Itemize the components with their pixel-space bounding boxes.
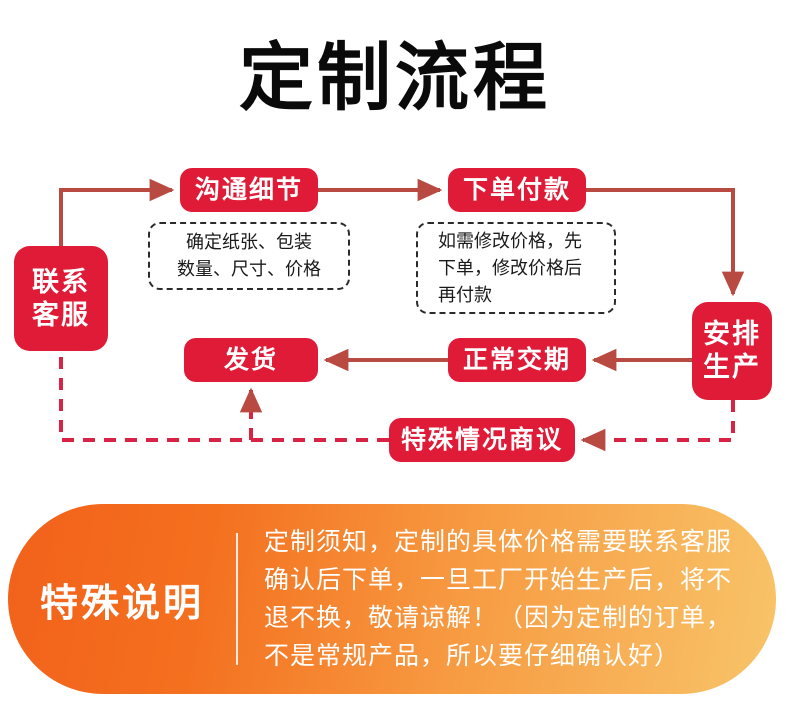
node-normal-delivery[interactable]: 正常交期 xyxy=(448,338,586,382)
node-ship-goods-label: 发货 xyxy=(223,345,278,374)
connector-contact-to-communicate xyxy=(59,178,175,246)
note-communicate-details-line2: 数量、尺寸、价格 xyxy=(177,259,321,279)
node-place-order-pay-label: 下单付款 xyxy=(462,175,571,204)
node-contact-support-line2: 客服 xyxy=(32,299,90,330)
node-communicate-details-label: 沟通细节 xyxy=(194,175,303,204)
note-order-payment-line3: 再付款 xyxy=(438,284,492,305)
special-notice-body: 定制须知，定制的具体价格需要联系客服确认后下单，一旦工厂开始生产后，将不退不换，… xyxy=(264,528,733,670)
connector-special-to-contact xyxy=(59,351,389,442)
note-order-payment: 如需修改价格，先 下单，修改价格后 再付款 xyxy=(416,222,616,314)
connector-order-to-produce xyxy=(586,188,745,297)
node-normal-delivery-label: 正常交期 xyxy=(462,345,571,374)
note-communicate-details: 确定纸张、包装 数量、尺寸、价格 xyxy=(148,222,350,290)
flow-connectors xyxy=(59,178,745,452)
special-notice-banner: 特殊说明 定制须知，定制的具体价格需要联系客服确认后下单，一旦工厂开始生产后，将… xyxy=(8,504,776,694)
node-arrange-production-line2: 生产 xyxy=(703,352,761,382)
node-arrange-production-line1: 安排 xyxy=(703,319,761,349)
node-ship-goods[interactable]: 发货 xyxy=(184,338,318,382)
node-arrange-production[interactable]: 安排 生产 xyxy=(692,302,772,400)
special-notice-divider xyxy=(236,533,238,665)
node-special-case-negotiation[interactable]: 特殊情况商议 xyxy=(389,418,575,462)
node-special-case-negotiation-label: 特殊情况商议 xyxy=(400,425,563,454)
node-place-order-pay[interactable]: 下单付款 xyxy=(448,168,586,212)
note-communicate-details-line1: 确定纸张、包装 xyxy=(186,232,312,252)
process-flow-diagram: 联系 客服 沟通细节 下单付款 安排 生产 正常交期 发货 特殊情况商议 xyxy=(0,150,790,480)
special-notice-title: 特殊说明 xyxy=(39,582,204,625)
node-contact-support[interactable]: 联系 客服 xyxy=(14,246,108,351)
node-communicate-details[interactable]: 沟通细节 xyxy=(180,168,318,212)
note-order-payment-line2: 下单，修改价格后 xyxy=(438,257,582,278)
page-title: 定制流程 xyxy=(239,35,551,121)
connector-produce-to-special xyxy=(580,400,735,452)
node-contact-support-line1: 联系 xyxy=(32,266,90,297)
note-order-payment-line1: 如需修改价格，先 xyxy=(438,230,582,251)
